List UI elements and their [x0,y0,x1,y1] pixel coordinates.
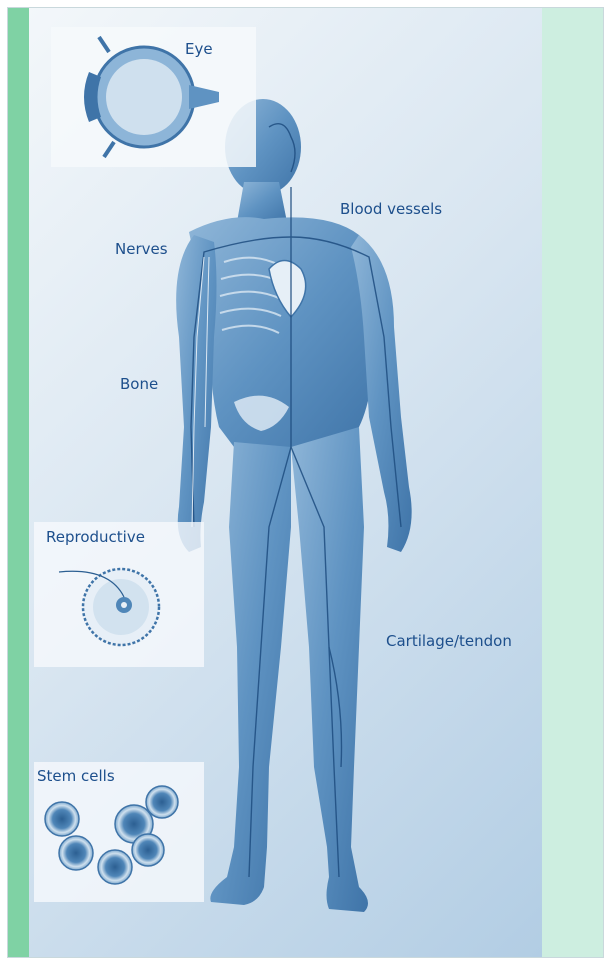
human-body-illustration [29,7,542,958]
label-reproductive: Reproductive [46,528,145,546]
neck [237,182,287,222]
label-nerves: Nerves [115,240,168,258]
left-arm [176,235,216,552]
label-blood-vessels: Blood vessels [340,200,442,218]
label-cartilage-tendon: Cartilage/tendon [386,632,512,650]
label-eye: Eye [185,40,213,58]
label-bone: Bone [120,375,158,393]
label-stem-cells: Stem cells [37,767,115,785]
